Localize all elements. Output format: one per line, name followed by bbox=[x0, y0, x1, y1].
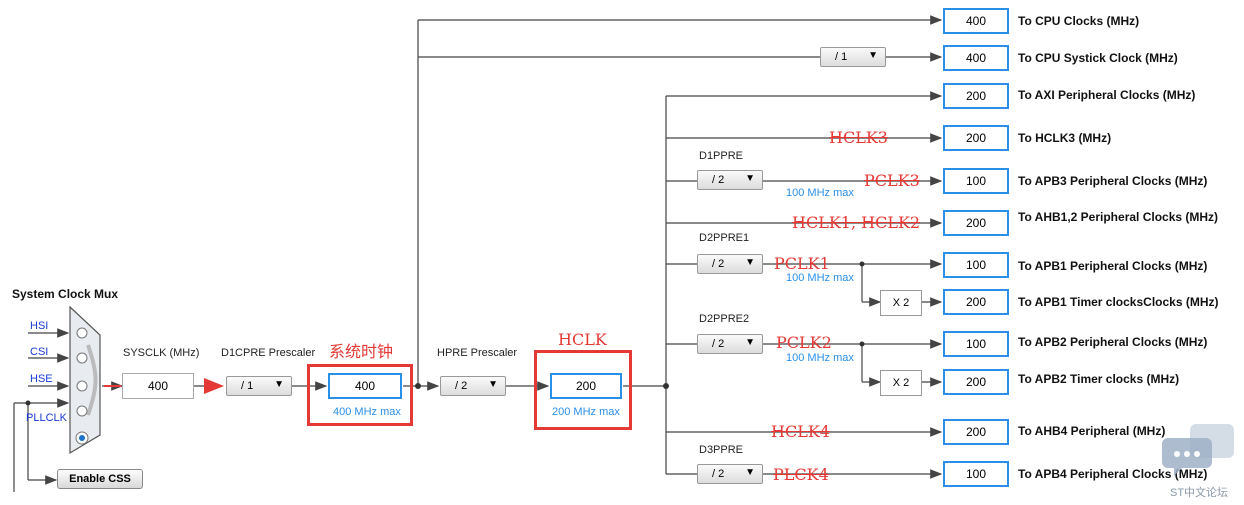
output-label-hclk3: To HCLK3 (MHz) bbox=[1018, 131, 1112, 145]
hpre-dropdown[interactable]: / 2 ▼ bbox=[440, 376, 506, 396]
annotation-hclk: HCLK bbox=[558, 330, 607, 349]
d1cpre-dropdown[interactable]: / 1 ▼ bbox=[226, 376, 292, 396]
output-label-axi: To AXI Peripheral Clocks (MHz) bbox=[1018, 88, 1196, 102]
output-label-cpu: To CPU Clocks (MHz) bbox=[1018, 14, 1140, 28]
output-value-apb2-timer[interactable]: 200 bbox=[943, 369, 1009, 395]
d2ppre2-value: / 2 bbox=[712, 338, 725, 350]
output-value-ahb4[interactable]: 200 bbox=[943, 419, 1009, 445]
d1ppre-max: 100 MHz max bbox=[786, 187, 854, 199]
enable-css-button[interactable]: Enable CSS bbox=[57, 469, 143, 489]
output-value-ahb12[interactable]: 200 bbox=[943, 210, 1009, 236]
apb1-timer-multiplier: X 2 bbox=[880, 290, 922, 316]
d1ppre-dropdown[interactable]: / 2 ▼ bbox=[697, 170, 763, 190]
chevron-down-icon: ▼ bbox=[745, 173, 755, 184]
sysclk-label: SYSCLK (MHz) bbox=[123, 347, 200, 359]
output-label-ahb4: To AHB4 Peripheral (MHz) bbox=[1018, 424, 1166, 438]
d1cpre-output-value[interactable]: 400 bbox=[328, 373, 402, 399]
d3ppre-dropdown[interactable]: / 2 ▼ bbox=[697, 464, 763, 484]
chevron-down-icon: ▼ bbox=[745, 467, 755, 478]
output-label-apb4: To APB4 Peripheral Clocks (MHz) bbox=[1018, 467, 1208, 481]
hpre-max: 200 MHz max bbox=[552, 406, 620, 418]
annotation-hclk4: HCLK4 bbox=[771, 422, 830, 441]
source-pllclk-label: PLLCLK bbox=[26, 412, 67, 424]
d2ppre1-dropdown[interactable]: / 2 ▼ bbox=[697, 254, 763, 274]
output-value-systick[interactable]: 400 bbox=[943, 45, 1009, 71]
output-value-axi[interactable]: 200 bbox=[943, 83, 1009, 109]
annotation-hclk12: HCLK1, HCLK2 bbox=[792, 213, 921, 232]
d2ppre2-dropdown[interactable]: / 2 ▼ bbox=[697, 334, 763, 354]
d1ppre-value: / 2 bbox=[712, 174, 725, 186]
d2ppre1-label: D2PPRE1 bbox=[699, 232, 750, 244]
output-label-apb3: To APB3 Peripheral Clocks (MHz) bbox=[1018, 174, 1208, 188]
output-value-apb1-timer[interactable]: 200 bbox=[943, 289, 1009, 315]
output-value-cpu[interactable]: 400 bbox=[943, 8, 1009, 34]
d2ppre2-label: D2PPRE2 bbox=[699, 313, 750, 325]
chevron-down-icon: ▼ bbox=[745, 257, 755, 268]
d1cpre-value: / 1 bbox=[241, 380, 254, 392]
hpre-value: / 2 bbox=[455, 380, 468, 392]
annotation-hclk3: HCLK3 bbox=[829, 128, 888, 147]
output-value-apb3[interactable]: 100 bbox=[943, 168, 1009, 194]
d2ppre1-value: / 2 bbox=[712, 258, 725, 270]
forum-chat-icon bbox=[1162, 424, 1234, 476]
source-hsi-label: HSI bbox=[30, 320, 49, 332]
output-label-systick: To CPU Systick Clock (MHz) bbox=[1018, 51, 1178, 65]
chevron-down-icon: ▼ bbox=[745, 337, 755, 348]
systick-divider-dropdown[interactable]: / 1 ▼ bbox=[820, 47, 886, 67]
output-label-apb2-timer: To APB2 Timer clocks (MHz) bbox=[1018, 372, 1180, 386]
annotation-pclk4: PLCK4 bbox=[773, 465, 829, 484]
annotation-pclk3: PCLK3 bbox=[864, 171, 920, 190]
annotation-pclk1: PCLK1 bbox=[774, 254, 830, 273]
mux-title: System Clock Mux bbox=[12, 287, 119, 301]
output-value-hclk3[interactable]: 200 bbox=[943, 125, 1009, 151]
watermark-text: ST中文论坛 bbox=[1170, 487, 1229, 499]
hpre-label: HPRE Prescaler bbox=[437, 347, 518, 359]
sysclk-value: 400 bbox=[122, 373, 194, 399]
d2ppre2-max: 100 MHz max bbox=[786, 352, 854, 364]
annotation-sys-clock: 系统时钟 bbox=[329, 342, 394, 361]
annotation-pclk2: PCLK2 bbox=[776, 333, 832, 352]
d1cpre-max: 400 MHz max bbox=[333, 406, 401, 418]
sys-clock-highlight bbox=[307, 364, 413, 426]
output-label-apb2: To APB2 Peripheral Clocks (MHz) bbox=[1018, 335, 1208, 349]
chevron-down-icon: ▼ bbox=[274, 379, 284, 390]
system-clock-mux bbox=[69, 305, 101, 455]
output-label-ahb12: To AHB1,2 Peripheral Clocks (MHz) bbox=[1018, 210, 1219, 224]
d3ppre-value: / 2 bbox=[712, 468, 725, 480]
d1cpre-label: D1CPRE Prescaler bbox=[221, 347, 316, 359]
d1ppre-label: D1PPRE bbox=[699, 150, 744, 162]
output-value-apb4[interactable]: 100 bbox=[943, 461, 1009, 487]
d3ppre-label: D3PPRE bbox=[699, 444, 744, 456]
apb2-timer-multiplier: X 2 bbox=[880, 370, 922, 396]
chevron-down-icon: ▼ bbox=[488, 379, 498, 390]
hpre-output-value[interactable]: 200 bbox=[550, 373, 622, 399]
systick-divider-value: / 1 bbox=[835, 51, 848, 63]
d2ppre1-max: 100 MHz max bbox=[786, 272, 854, 284]
output-label-apb1-timer: To APB1 Timer clocksClocks (MHz) bbox=[1018, 295, 1219, 309]
output-value-apb1[interactable]: 100 bbox=[943, 252, 1009, 278]
output-value-apb2[interactable]: 100 bbox=[943, 331, 1009, 357]
hclk-highlight bbox=[534, 350, 632, 430]
output-label-apb1: To APB1 Peripheral Clocks (MHz) bbox=[1018, 259, 1208, 273]
source-hse-label: HSE bbox=[30, 373, 53, 385]
source-csi-label: CSI bbox=[30, 346, 49, 358]
chevron-down-icon: ▼ bbox=[868, 50, 878, 61]
